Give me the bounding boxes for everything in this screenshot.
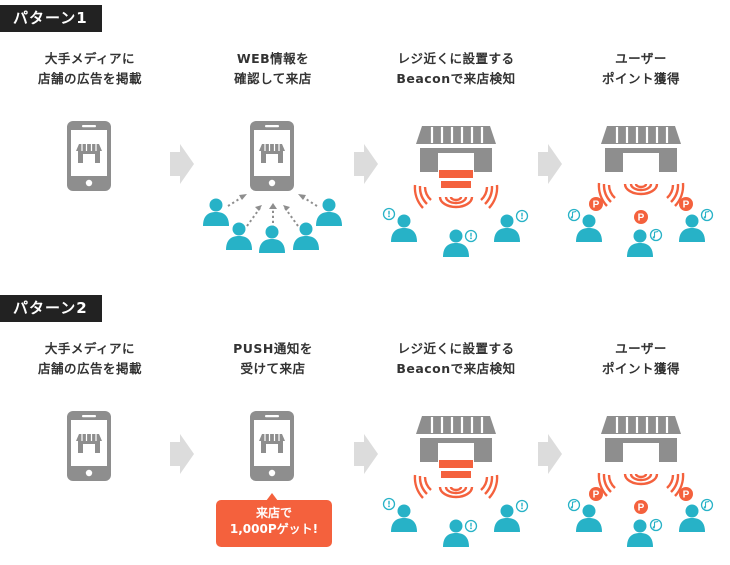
beacon-device [439, 170, 473, 178]
point-coin-icon [589, 487, 603, 501]
beacon-wave-icon [438, 195, 474, 209]
beacon-device [441, 181, 471, 188]
music-note-bubble-icon [649, 518, 663, 532]
beacon-wave-icon [479, 473, 499, 500]
user-icon [293, 222, 319, 250]
smartphone-icon [249, 410, 295, 482]
point-coin-icon [679, 197, 693, 211]
beacon-device [439, 460, 473, 468]
beacon-wave-icon [438, 485, 474, 499]
pattern-2-step-2-caption: PUSH通知を 受けて来店 [233, 341, 313, 376]
pattern-2-section: パターン2 大手メディアに 店舗の広告を掲載 PUSH通知を 受けて来店 レジ近… [0, 290, 730, 565]
storefront-icon [599, 124, 683, 174]
smartphone-icon [66, 410, 112, 482]
user-icon [494, 214, 520, 242]
pattern-1-step-2-caption: WEB情報を 確認して来店 [234, 51, 312, 86]
arrow-right-icon [170, 144, 194, 184]
user-icon [226, 222, 252, 250]
user-icon [391, 214, 417, 242]
exclamation-bubble-icon [382, 497, 396, 511]
storefront-icon [414, 414, 498, 464]
smartphone-icon [249, 120, 295, 192]
push-notification-callout [216, 493, 332, 547]
exclamation-bubble-icon [464, 229, 478, 243]
music-note-bubble-icon [700, 208, 714, 222]
point-coin-icon [634, 500, 648, 514]
pattern-1-step-4-caption: ユーザー ポイント獲得 [601, 51, 680, 86]
pattern-2-step-4-caption: ユーザー ポイント獲得 [601, 341, 680, 376]
music-note-bubble-icon [567, 498, 581, 512]
push-callout-text: 来店で 1,000Pゲット! [229, 506, 319, 536]
user-icon [443, 519, 469, 547]
beacon-wave-icon [623, 182, 659, 196]
arrow-right-icon [354, 144, 378, 184]
user-icon [391, 504, 417, 532]
pattern-2-step-3-caption: レジ近くに設置する Beaconで来店検知 [396, 341, 516, 376]
user-icon [627, 519, 653, 547]
user-icon [443, 229, 469, 257]
beacon-device [441, 471, 471, 478]
arrow-right-icon [170, 434, 194, 474]
arrow-right-icon [538, 434, 562, 474]
arrow-right-icon [354, 434, 378, 474]
pattern-1-diagram [66, 120, 714, 257]
pattern-1-step-3-caption: レジ近くに設置する Beaconで来店検知 [396, 51, 516, 86]
user-icon [576, 504, 602, 532]
pattern-2-step-1-caption: 大手メディアに 店舗の広告を掲載 [37, 341, 142, 376]
beacon-wave-icon [413, 183, 433, 210]
exclamation-bubble-icon [464, 519, 478, 533]
user-icon [576, 214, 602, 242]
beacon-wave-icon [413, 473, 433, 500]
pattern-1-badge: パターン1 [0, 5, 102, 32]
point-coin-icon [679, 487, 693, 501]
user-icon [679, 504, 705, 532]
storefront-icon [414, 124, 498, 174]
user-icon [259, 225, 285, 253]
user-icon [627, 229, 653, 257]
smartphone-icon [66, 120, 112, 192]
point-coin-icon [589, 197, 603, 211]
music-note-bubble-icon [649, 228, 663, 242]
exclamation-bubble-icon [515, 499, 529, 513]
user-icon [203, 198, 229, 226]
pattern-2-diagram [66, 410, 714, 547]
pattern-2-badge: パターン2 [0, 295, 102, 322]
storefront-icon [599, 414, 683, 464]
pattern-1-section: パターン1 大手メディアに 店舗の広告を掲載 WEB情報を 確認して来店 レジ近… [0, 0, 730, 275]
beacon-wave-icon [479, 183, 499, 210]
exclamation-bubble-icon [382, 207, 396, 221]
dotted-arrow-heads [239, 194, 306, 211]
user-icon [494, 504, 520, 532]
user-icon [679, 214, 705, 242]
music-note-bubble-icon [700, 498, 714, 512]
arrow-right-icon [538, 144, 562, 184]
user-icon [316, 198, 342, 226]
music-note-bubble-icon [567, 208, 581, 222]
pattern-1-step-1-caption: 大手メディアに 店舗の広告を掲載 [37, 51, 142, 86]
beacon-wave-icon [623, 472, 659, 486]
exclamation-bubble-icon [515, 209, 529, 223]
point-coin-icon [634, 210, 648, 224]
